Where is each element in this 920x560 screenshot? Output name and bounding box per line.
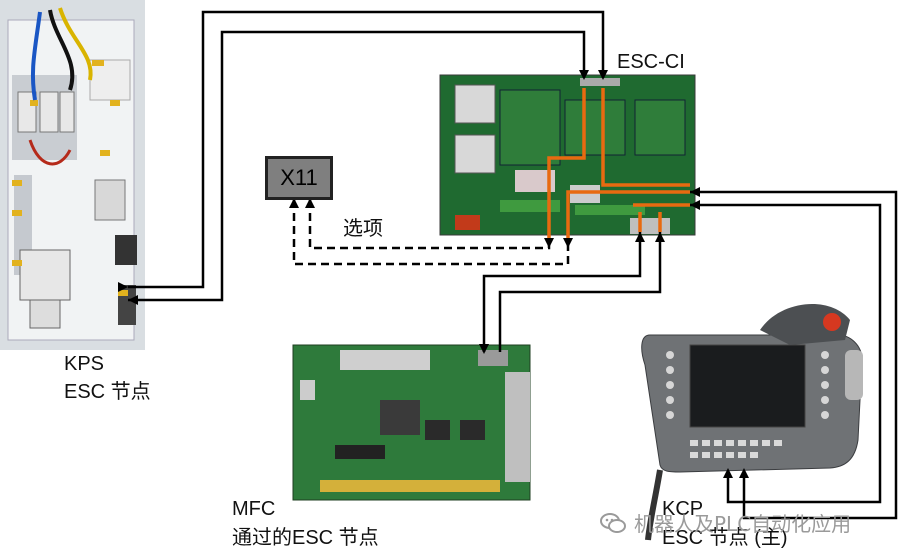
kcp-subtitle: ESC 节点 (主)	[662, 527, 788, 549]
dashed-arrowheads	[289, 198, 573, 248]
x11-connector-box: X11	[265, 156, 333, 200]
esc-ci-title: ESC-CI	[617, 51, 685, 73]
kps-title: KPS	[64, 353, 105, 375]
kps-cabinet-image	[0, 0, 145, 350]
wechat-icon	[600, 512, 626, 533]
esc-ci-internal-wires	[547, 88, 690, 240]
arrowheads	[118, 70, 749, 478]
solid-connection-wires	[128, 10, 898, 520]
mfc-title: MFC	[232, 498, 276, 520]
mfc-subtitle: 通过的ESC 节点	[232, 527, 379, 549]
x11-label: X11	[280, 165, 318, 190]
watermark-text: 机器人及PLC自动化应用	[634, 512, 852, 536]
kcp-title: KCP	[662, 498, 704, 520]
mfc-board-image	[292, 344, 531, 501]
kcp-pendant-image	[641, 303, 863, 541]
kps-subtitle: ESC 节点	[64, 381, 151, 403]
option-label: 选项	[343, 218, 383, 240]
watermark: 机器人及PLC自动化应用	[600, 508, 851, 537]
